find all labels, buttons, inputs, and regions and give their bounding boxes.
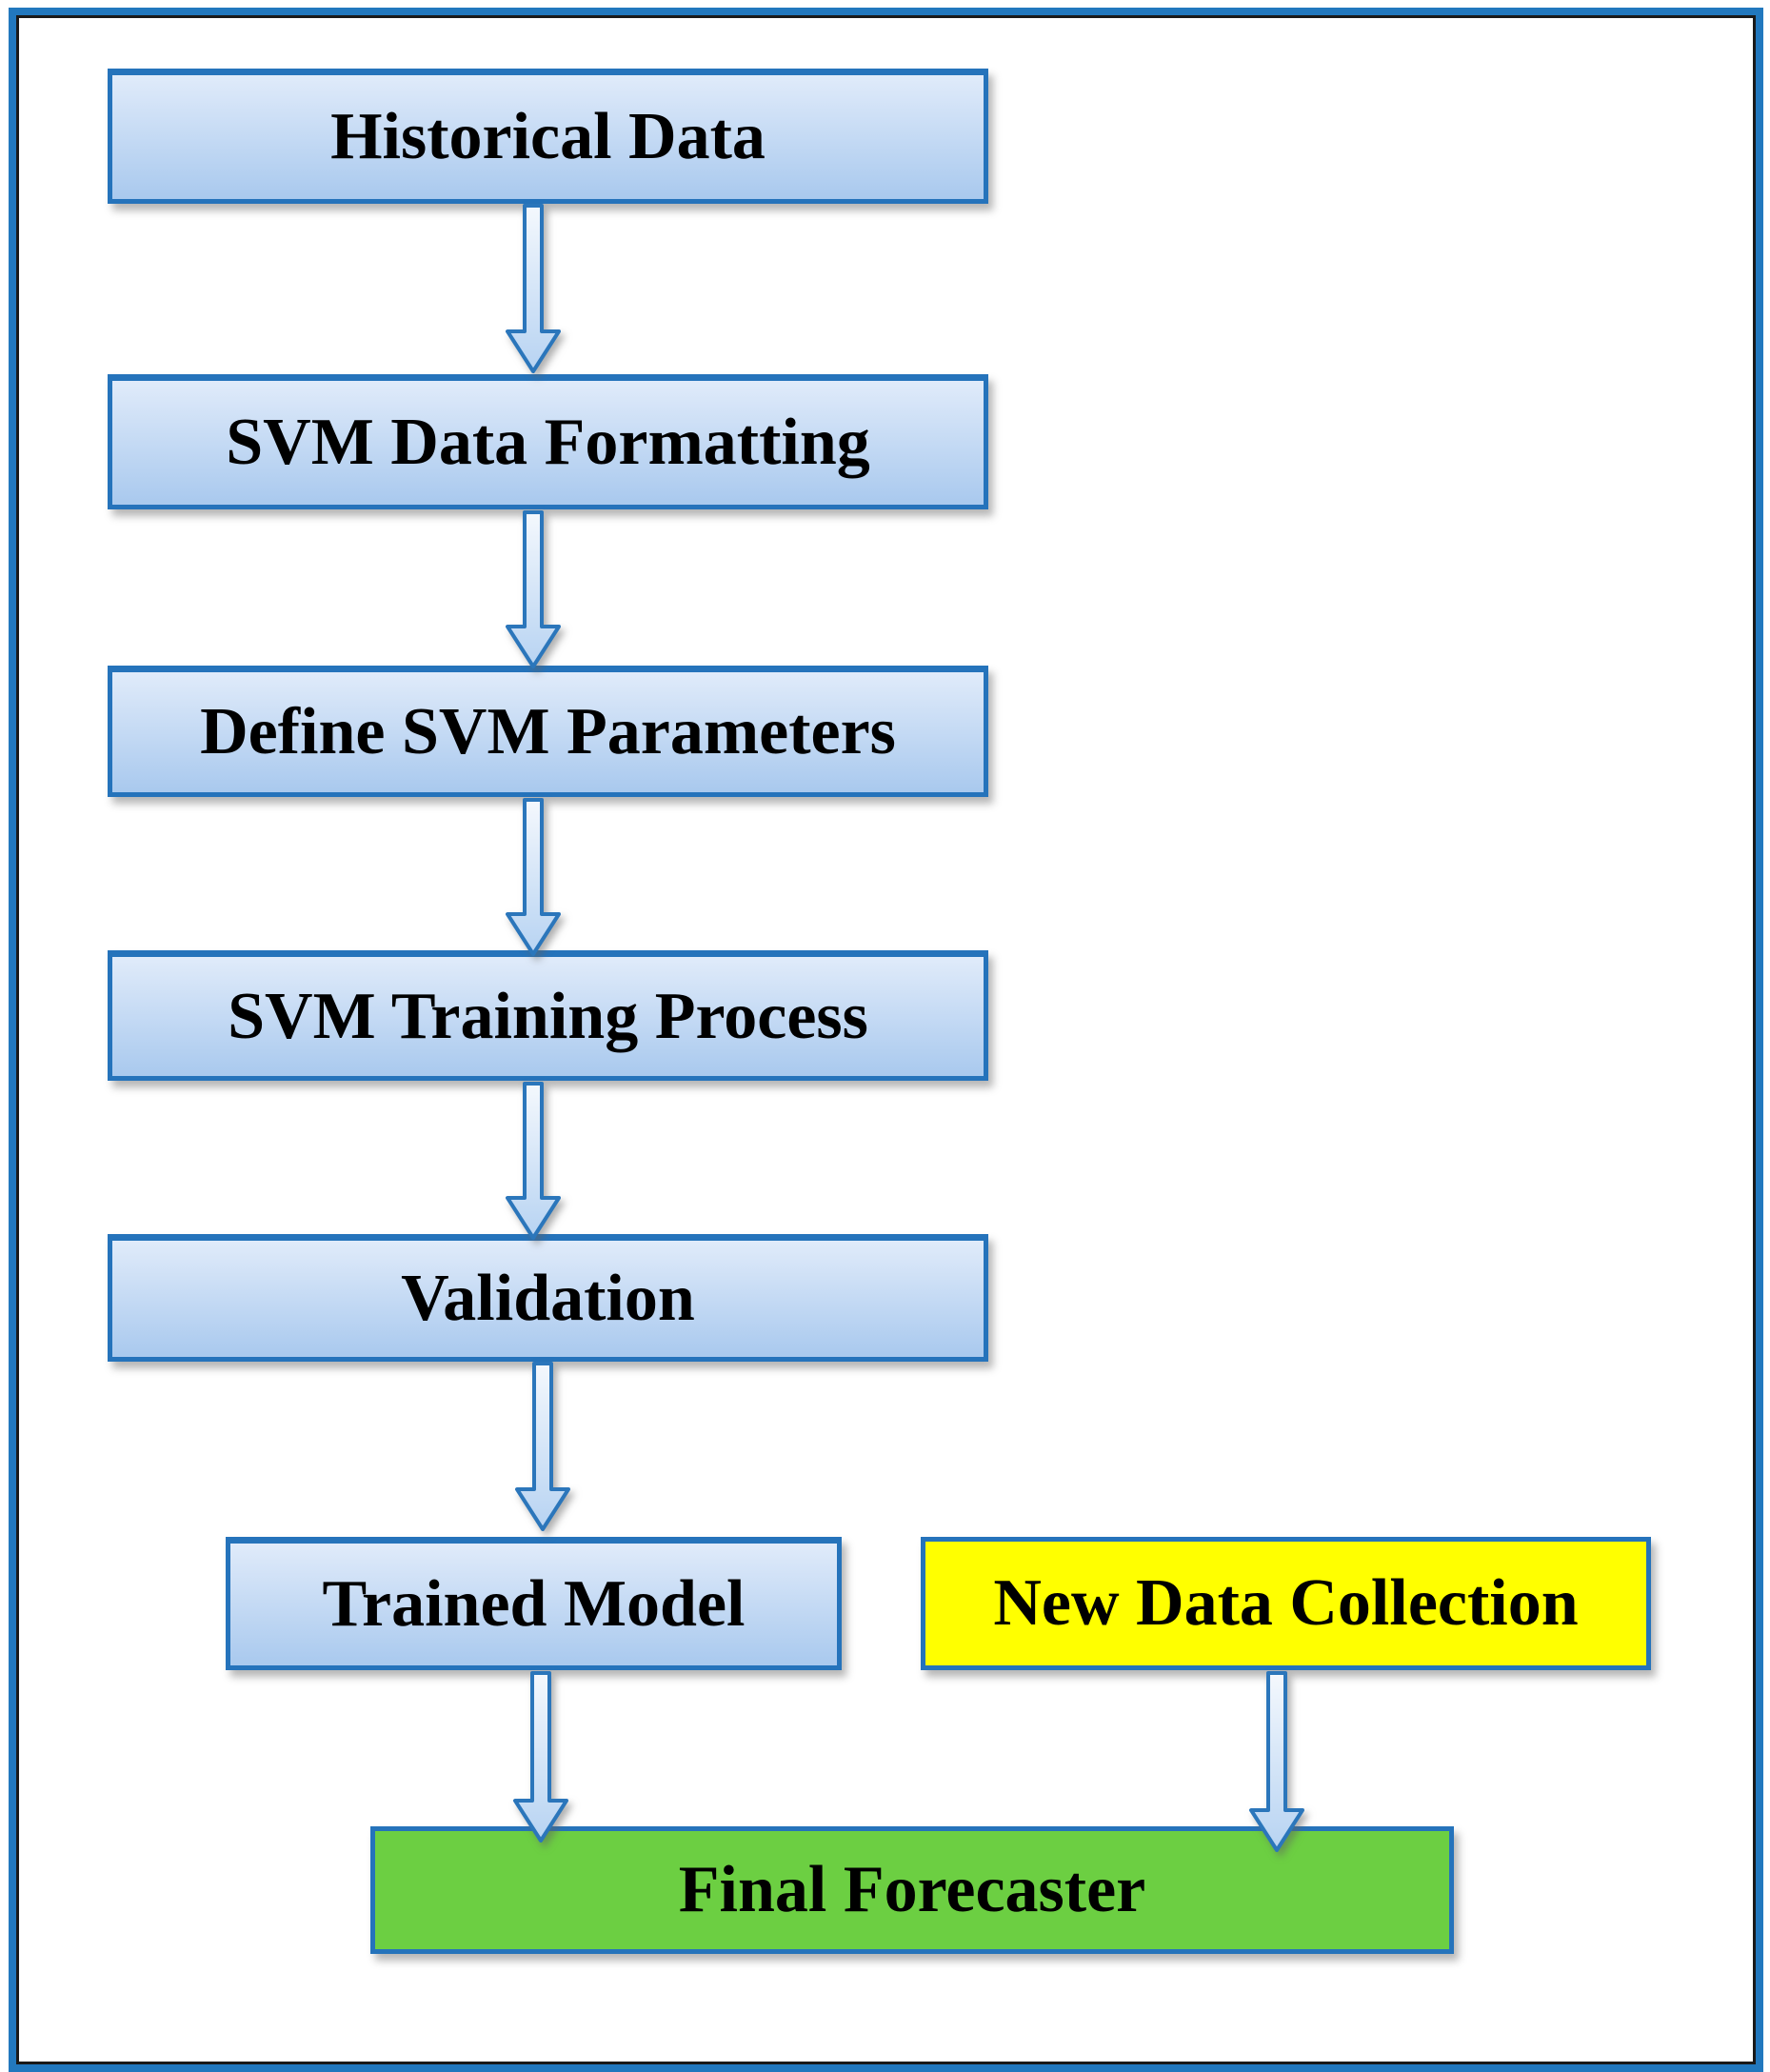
down-arrow-icon-trained-model-to-forecaster — [513, 1671, 568, 1843]
node-label: Final Forecaster — [678, 1853, 1146, 1926]
down-arrow-icon-parameters-to-training — [506, 798, 561, 956]
node-validation: Validation — [108, 1234, 988, 1362]
node-label: Historical Data — [330, 100, 766, 173]
down-arrow-icon-formatting-to-parameters — [506, 510, 561, 668]
node-trained-model: Trained Model — [226, 1537, 842, 1670]
node-svm-training-process: SVM Training Process — [108, 950, 988, 1081]
node-label: SVM Training Process — [228, 979, 868, 1053]
down-arrow-icon-training-to-validation — [506, 1082, 561, 1240]
node-new-data-collection: New Data Collection — [921, 1537, 1651, 1670]
down-arrow-icon-new-data-to-forecaster — [1249, 1671, 1304, 1852]
node-svm-data-formatting: SVM Data Formatting — [108, 374, 988, 509]
node-historical-data: Historical Data — [108, 69, 988, 204]
down-arrow-icon-historical-to-formatting — [506, 204, 561, 373]
node-label: Define SVM Parameters — [200, 695, 896, 768]
node-label: Validation — [401, 1262, 695, 1335]
node-label: SVM Data Formatting — [226, 406, 870, 479]
node-label: New Data Collection — [993, 1566, 1579, 1640]
down-arrow-icon-validation-to-trained-model — [515, 1362, 570, 1531]
node-define-svm-parameters: Define SVM Parameters — [108, 666, 988, 797]
node-label: Trained Model — [322, 1567, 746, 1641]
